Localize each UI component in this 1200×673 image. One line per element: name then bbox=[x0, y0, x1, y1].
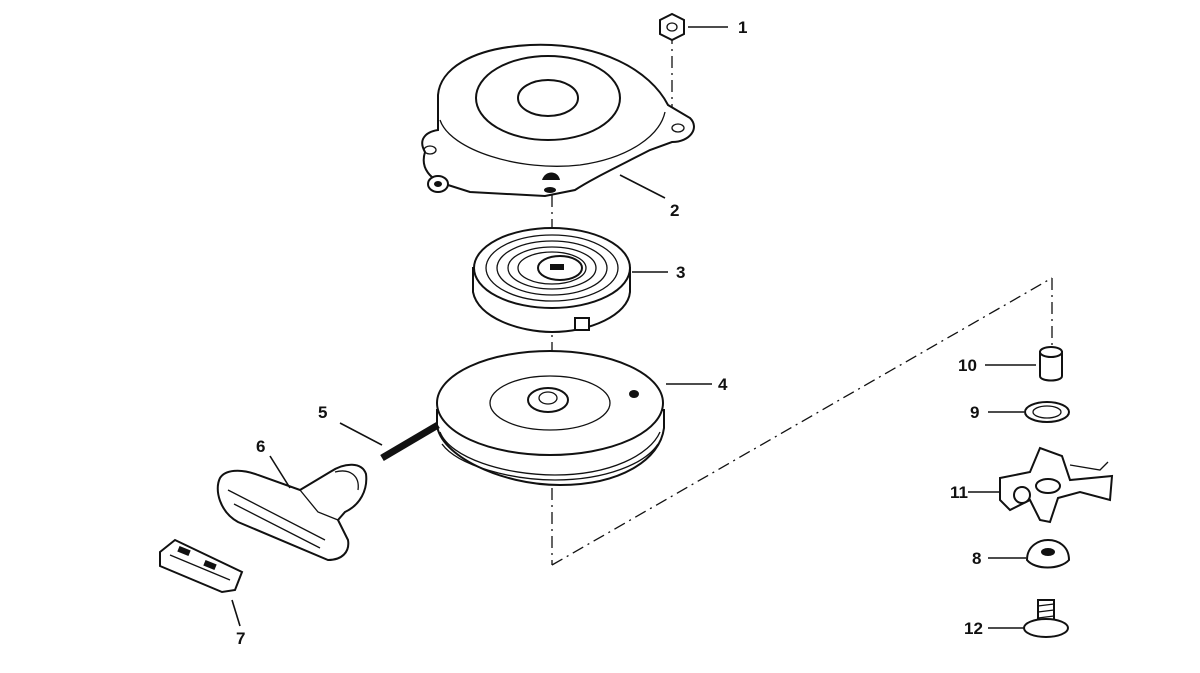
retainer-screw bbox=[1023, 599, 1069, 638]
rope-pulley bbox=[436, 350, 665, 487]
leader-lines bbox=[231, 26, 1036, 629]
callout-11: 11 bbox=[950, 483, 968, 502]
friction-washer bbox=[1024, 401, 1070, 423]
starter-handle bbox=[216, 463, 368, 562]
callout-7: 7 bbox=[236, 629, 245, 648]
callout-9: 9 bbox=[970, 403, 979, 422]
callout-2: 2 bbox=[670, 201, 679, 220]
handle-insert bbox=[159, 538, 244, 594]
callout-3: 3 bbox=[676, 263, 685, 282]
hex-nut bbox=[659, 12, 685, 42]
rewind-spring bbox=[472, 227, 631, 334]
spacer-bushing bbox=[1039, 346, 1063, 382]
callout-6: 6 bbox=[256, 437, 265, 456]
callout-1: 1 bbox=[738, 18, 747, 37]
callout-10: 10 bbox=[958, 356, 977, 375]
callout-12: 12 bbox=[964, 619, 983, 638]
starter-housing bbox=[421, 43, 695, 198]
starter-rope bbox=[380, 421, 440, 462]
callout-4: 4 bbox=[718, 375, 728, 394]
callout-5: 5 bbox=[318, 403, 327, 422]
callout-labels: 1 2 3 4 5 6 7 10 9 11 8 12 bbox=[236, 18, 983, 648]
callout-8: 8 bbox=[972, 549, 981, 568]
starter-pawl bbox=[999, 446, 1114, 524]
pawl-retainer-washer bbox=[1025, 538, 1071, 569]
